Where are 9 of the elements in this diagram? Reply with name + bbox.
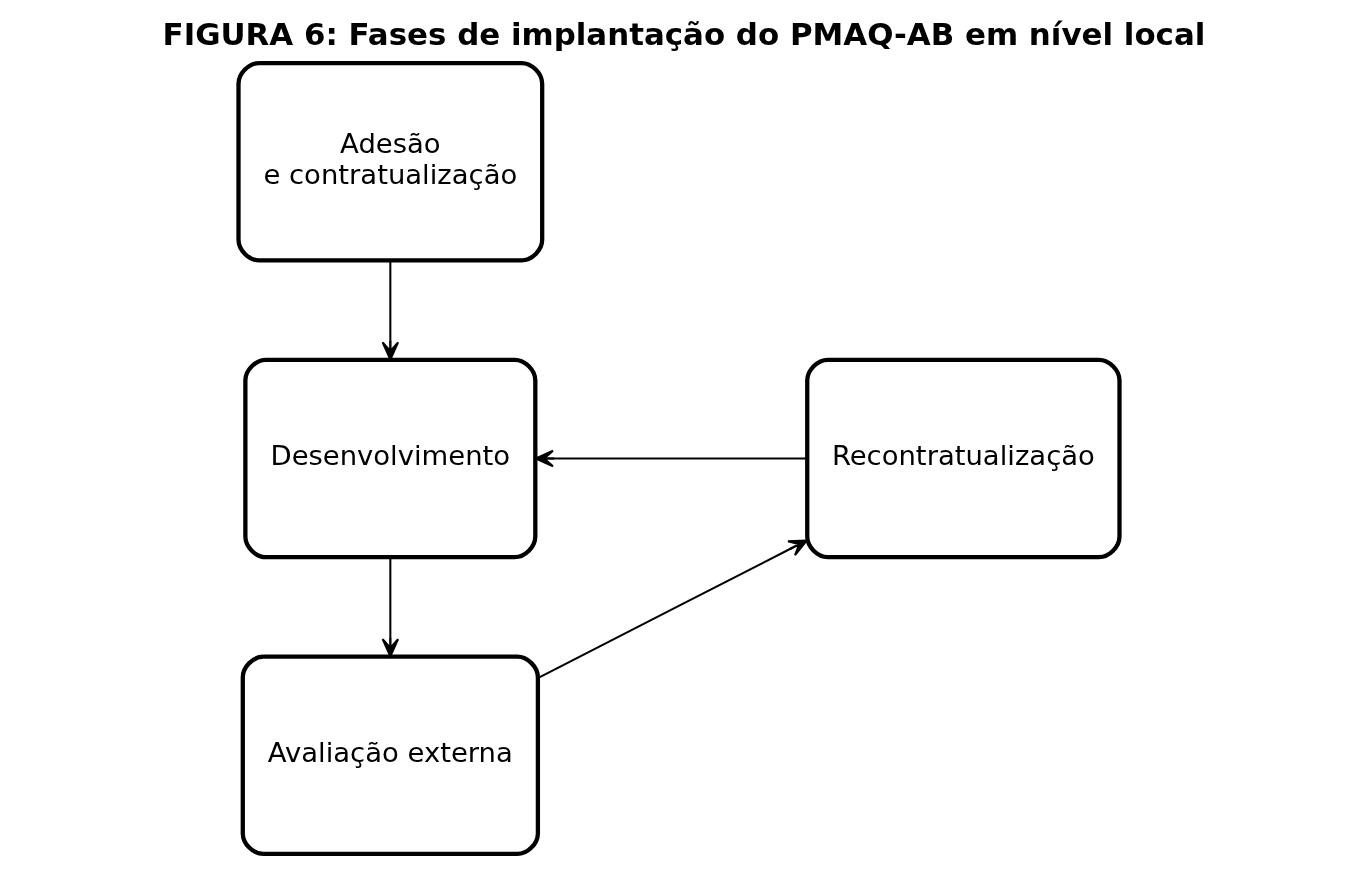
node-box: Avaliação externa — [240, 654, 540, 857]
node-box: Desenvolvimento — [242, 357, 537, 560]
node-box: Recontratualização — [804, 357, 1122, 560]
arrow — [381, 557, 399, 658]
arrow — [534, 449, 807, 468]
diagram-title: FIGURA 6: Fases de implantação do PMAQ-AB em nível local — [162, 15, 1205, 52]
node-box: Adesão e contratualização — [235, 60, 544, 263]
arrow — [537, 539, 808, 679]
arrow — [381, 261, 399, 361]
